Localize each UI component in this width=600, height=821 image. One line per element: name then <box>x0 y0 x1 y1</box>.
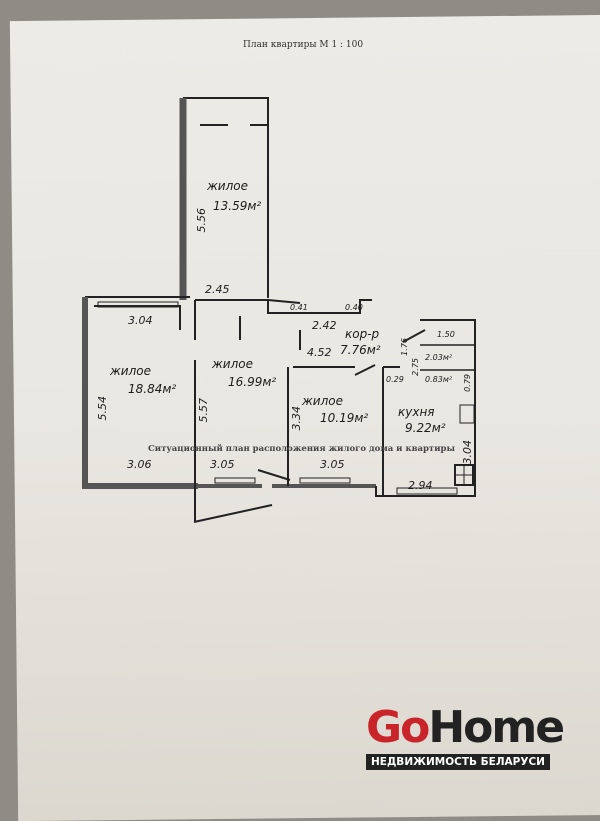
dim-label: 3.34 <box>290 406 303 431</box>
room-area-living-4: 10.19м² <box>320 411 369 425</box>
dim-label: 3.04 <box>461 440 474 465</box>
dim-label: 0.40 <box>345 303 363 312</box>
dim-label: 5.56 <box>195 208 208 233</box>
dim-label: 3.05 <box>210 458 235 471</box>
dim-label: 3.06 <box>127 458 152 471</box>
dim-label: 0.79 <box>463 374 472 392</box>
overlay-caption: Ситуационный план расположения жилого до… <box>148 444 455 454</box>
plan-title: План квартиры М 1 : 100 <box>243 40 364 50</box>
dim-label: 2.94 <box>408 479 433 492</box>
dim-label: 0.41 <box>290 303 308 312</box>
dim-label: 2.75 <box>411 358 420 376</box>
dim-label: 1.50 <box>437 330 455 339</box>
room-area-corridor: 7.76м² <box>340 343 381 357</box>
dim-label: 2.45 <box>205 283 230 296</box>
dim-label: 0.83м² <box>425 375 453 384</box>
room-area-living-2: 18.84м² <box>128 382 177 396</box>
dim-label: 1.76 <box>400 338 409 356</box>
dim-label: 2.03м² <box>425 353 453 362</box>
brand-go: Go <box>366 702 430 753</box>
brand-tagline: НЕДВИЖИМОСТЬ БЕЛАРУСИ <box>366 754 550 770</box>
dim-label: 5.57 <box>197 398 210 423</box>
brand-home: Home <box>428 702 565 753</box>
room-area-living-3: 16.99м² <box>228 375 277 389</box>
room-area-kitchen: 9.22м² <box>405 421 446 435</box>
room-label-living-1: жилое <box>207 179 249 193</box>
room-label-kitchen: кухня <box>398 405 435 419</box>
gohome-watermark: GoHome НЕДВИЖИМОСТЬ БЕЛАРУСИ <box>366 706 565 770</box>
dim-label: 2.42 <box>312 319 337 332</box>
dim-label: 4.52 <box>307 346 332 359</box>
floor-plan-walls <box>82 97 476 523</box>
room-label-living-3: жилое <box>212 357 254 371</box>
dim-label: 0.29 <box>386 375 404 384</box>
room-area-living-1: 13.59м² <box>213 199 262 213</box>
dim-label: 5.54 <box>96 396 109 421</box>
dim-label: 3.04 <box>128 314 153 327</box>
room-label-living-4: жилое <box>302 394 344 408</box>
room-label-living-2: жилое <box>110 364 152 378</box>
dim-label: 3.05 <box>320 458 345 471</box>
room-label-corridor: кор-р <box>345 327 380 341</box>
